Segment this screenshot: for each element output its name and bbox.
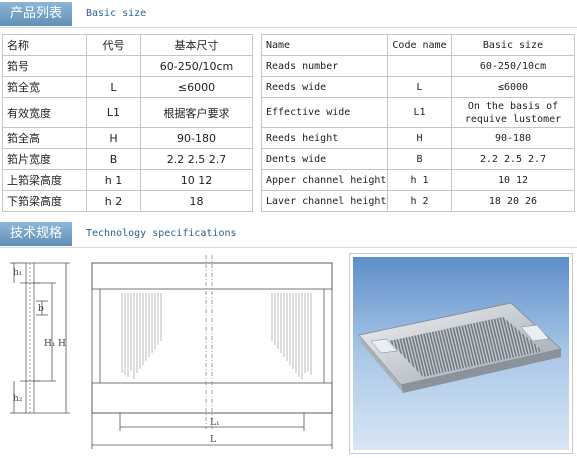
table-cell: 90-180 <box>140 127 253 149</box>
table-cell: 18 20 26 <box>451 190 575 212</box>
table-cell: 18 <box>140 190 253 212</box>
table-cell: On the basis of requive lustomer <box>451 97 575 128</box>
table-cell: 根据客户要求 <box>140 97 253 128</box>
header-divider <box>0 27 577 28</box>
table-cell: L1 <box>86 97 141 128</box>
label-H: H <box>58 339 66 349</box>
table-row: Apper channel height h 1 10 12 <box>261 169 575 191</box>
table-row: 筘片宽度 B 2.2 2.5 2.7 <box>2 148 253 170</box>
table-cell: Dents wide <box>261 148 388 170</box>
table-cell: B <box>387 148 452 170</box>
column-header: 基本尺寸 <box>140 34 253 56</box>
table-cell: ≤6000 <box>451 76 575 98</box>
table-cell: h 1 <box>387 169 452 191</box>
table-cell: 10 12 <box>451 169 575 191</box>
table-cell: Reads number <box>261 55 388 77</box>
table-cell: 有效宽度 <box>2 97 87 128</box>
table-cell: 2.2 2.5 2.7 <box>140 148 253 170</box>
table-cell: 筘全高 <box>2 127 87 149</box>
table-row: 筘全宽 L ≤6000 <box>2 76 253 98</box>
table-row: 上筘梁高度 h 1 10 12 <box>2 169 253 191</box>
table-row: Reads number 60-250/10cm <box>261 55 575 77</box>
reed-technical-drawing: h₁ b H₁ H h₂ <box>0 253 343 454</box>
column-header: Basic size <box>451 34 575 56</box>
reed-product-photo <box>349 253 573 454</box>
label-b: b <box>38 304 44 314</box>
tech-spec-tab: 技术规格 <box>0 222 72 246</box>
table-cell: Reeds wide <box>261 76 388 98</box>
table-cell: B <box>86 148 141 170</box>
column-header: Code name <box>387 34 452 56</box>
basic-size-subtitle: Basic size <box>86 8 147 19</box>
reed-dents-left <box>121 293 162 379</box>
table-cell: 10 12 <box>140 169 253 191</box>
table-cell: L <box>86 76 141 98</box>
table-cell: 90-180 <box>451 127 575 149</box>
header-divider <box>0 247 577 248</box>
table-cell: L1 <box>387 97 452 128</box>
table-header-row: Name Code name Basic size <box>261 34 575 56</box>
column-header: 代号 <box>86 34 141 56</box>
table-row: Reeds height H 90-180 <box>261 127 575 149</box>
label-h2: h₂ <box>13 394 23 404</box>
table-cell: 上筘梁高度 <box>2 169 87 191</box>
tech-spec-header: 技术规格 Technology specifications <box>0 222 577 248</box>
table-header-row: 名称 代号 基本尺寸 <box>2 34 253 56</box>
table-cell: 60-250/10cm <box>451 55 575 77</box>
side-profile <box>10 262 70 414</box>
column-header: Name <box>261 34 388 56</box>
column-header: 名称 <box>2 34 87 56</box>
table-cell: 筘全宽 <box>2 76 87 98</box>
table-cell: 筘号 <box>2 55 87 77</box>
table-cell: Effective wide <box>261 97 388 128</box>
basic-size-tab: 产品列表 <box>0 2 72 26</box>
label-L1: L₁ <box>210 418 220 428</box>
table-cell: L <box>387 76 452 98</box>
table-row: 筘全高 H 90-180 <box>2 127 253 149</box>
table-cell: H <box>387 127 452 149</box>
table-row: Laver channel height h 2 18 20 26 <box>261 190 575 212</box>
table-row: Effective wide L1 On the basis of requiv… <box>261 97 575 128</box>
basic-size-header: 产品列表 Basic size <box>0 2 577 28</box>
table-row: Reeds wide L ≤6000 <box>261 76 575 98</box>
label-h1: h₁ <box>13 268 22 278</box>
table-cell: Apper channel height <box>261 169 388 191</box>
table-row: 筘号 60-250/10cm <box>2 55 253 77</box>
front-view <box>91 255 333 449</box>
reed-dents-right <box>271 293 312 379</box>
table-cell: 60-250/10cm <box>140 55 253 77</box>
table-cell <box>86 55 141 77</box>
tech-spec-subtitle: Technology specifications <box>86 228 237 239</box>
table-cell: 筘片宽度 <box>2 148 87 170</box>
table-cell <box>387 55 452 77</box>
table-cell: h 2 <box>387 190 452 212</box>
table-row: 有效宽度 L1 根据客户要求 <box>2 97 253 128</box>
table-cell: ≤6000 <box>140 76 253 98</box>
reed-object <box>358 302 562 393</box>
table-cell: 2.2 2.5 2.7 <box>451 148 575 170</box>
table-cell: h 1 <box>86 169 141 191</box>
label-H1: H₁ <box>44 339 55 349</box>
label-L: L <box>210 435 216 445</box>
table-row: 下筘梁高度 h 2 18 <box>2 190 253 212</box>
basic-size-table-cn: 名称 代号 基本尺寸 筘号 60-250/10cm 筘全宽 L ≤6000 有效… <box>2 34 253 212</box>
table-row: Dents wide B 2.2 2.5 2.7 <box>261 148 575 170</box>
table-cell: Laver channel height <box>261 190 388 212</box>
basic-size-table-en: Name Code name Basic size Reads number 6… <box>261 34 575 212</box>
table-cell: H <box>86 127 141 149</box>
table-cell: Reeds height <box>261 127 388 149</box>
table-cell: 下筘梁高度 <box>2 190 87 212</box>
table-cell: h 2 <box>86 190 141 212</box>
